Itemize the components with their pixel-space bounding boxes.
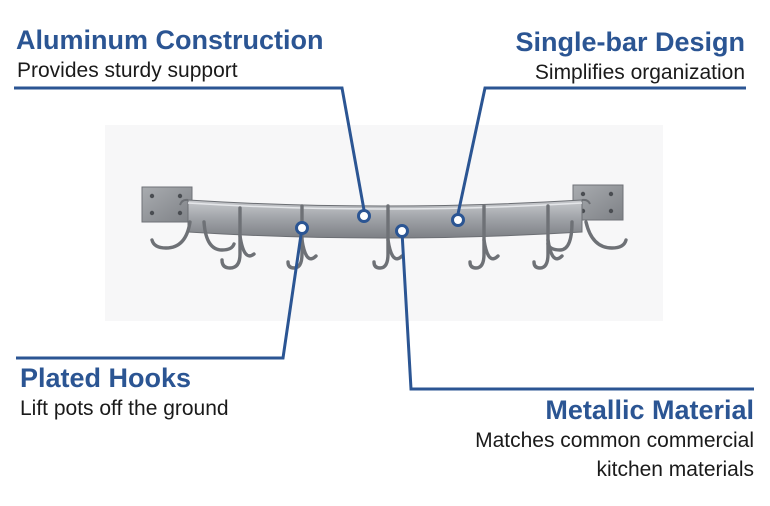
pot-rack: [141, 184, 628, 270]
aluminum-construction-subtitle: Provides sturdy support: [17, 59, 238, 82]
screw: [608, 191, 614, 197]
aluminum-construction-title: Aluminum Construction: [16, 25, 324, 55]
leader-metallic: [400, 231, 754, 391]
plated-hooks-title: Plated Hooks: [20, 363, 192, 393]
dot-plated-hooks: [295, 221, 309, 235]
leader-plated-hooks: [16, 227, 304, 360]
screw: [177, 210, 183, 216]
hooks: [150, 204, 628, 270]
leader-lines: [14, 86, 754, 391]
leader-aluminum: [14, 86, 366, 211]
left-wall-plate: [141, 186, 193, 223]
dot-single-bar: [451, 213, 465, 227]
screw: [580, 191, 586, 197]
screw: [149, 193, 155, 199]
screw: [177, 193, 183, 199]
screw: [149, 210, 155, 216]
dot-aluminum: [357, 209, 371, 223]
dot-metallic: [395, 224, 409, 238]
metallic-material-title: Metallic Material: [545, 395, 754, 425]
metallic-material-subtitle-line2: kitchen materials: [596, 458, 754, 481]
callout-dots: [295, 209, 465, 238]
screw: [608, 208, 614, 214]
metallic-material-subtitle-line1: Matches common commercial: [475, 429, 754, 452]
leader-single-bar: [456, 86, 746, 215]
single-bar-design-title: Single-bar Design: [515, 27, 745, 57]
bar-highlight: [187, 202, 583, 210]
plated-hooks-subtitle: Lift pots off the ground: [20, 397, 229, 420]
single-bar-design-subtitle: Simplifies organization: [534, 61, 745, 84]
